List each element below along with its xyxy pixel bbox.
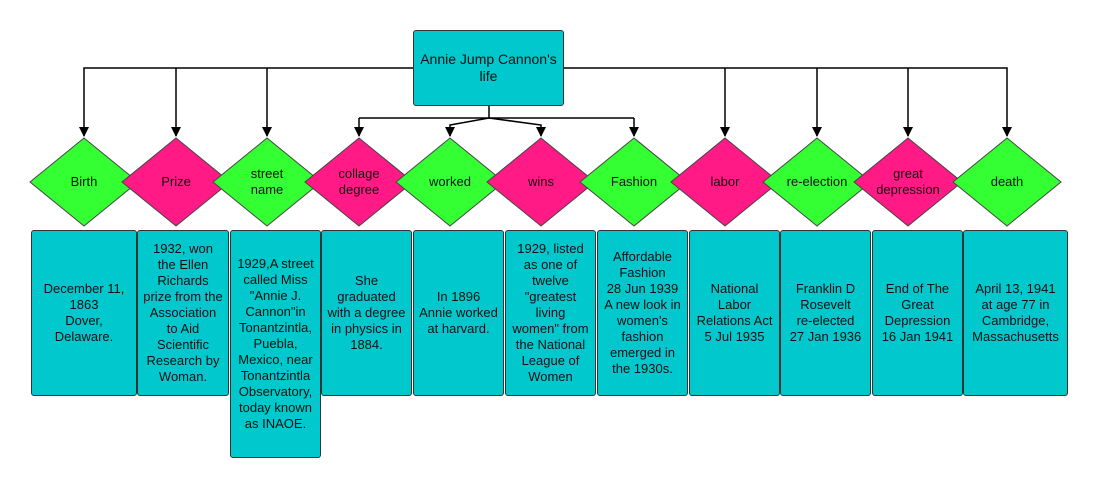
diamond-label-wins: wins	[527, 174, 554, 189]
diamond-label-death: death	[990, 174, 1024, 189]
diamond-collage-degree	[304, 137, 414, 227]
connector-birth	[79, 67, 413, 137]
diamond-worked	[395, 137, 505, 227]
diamond-label-street-name: street name	[250, 166, 284, 197]
connector-death	[564, 67, 1012, 137]
card-worked: In 1896 Annie worked at harvard.	[413, 230, 504, 396]
diamond-label-re-election: re-election	[786, 174, 848, 189]
diamond-fashion	[579, 137, 689, 227]
card-great-depression: End of The Great Depression 16 Jan 1941	[872, 230, 963, 396]
diamond-label-worked: worked	[429, 174, 471, 189]
diamond-street-name	[212, 137, 322, 227]
root-label: Annie Jump Cannon's life	[420, 51, 557, 84]
diamond-birth	[29, 137, 139, 227]
card-wins: 1929, listed as one of twelve "greatest …	[505, 230, 596, 396]
card-re-election: Franklin D Rosevelt re-elected 27 Jan 19…	[780, 230, 871, 396]
diamond-great-depression	[853, 137, 963, 227]
diamond-death	[952, 137, 1062, 227]
diamond-label-collage-degree: collage degree	[338, 166, 380, 197]
root-node: Annie Jump Cannon's life	[413, 30, 564, 106]
card-death: April 13, 1941 at age 77 in Cambridge, M…	[963, 230, 1068, 396]
card-collage-degree: She graduated with a degree in physics i…	[321, 230, 412, 396]
diamond-label-great-depression: great depression	[876, 166, 940, 197]
diamond-re-election	[762, 137, 872, 227]
diamond-labor	[670, 137, 780, 227]
connector-worked	[445, 117, 490, 137]
card-birth: December 11, 1863 Dover, Delaware.	[31, 230, 137, 396]
connector-wins	[488, 117, 546, 137]
diamond-label-fashion: Fashion	[610, 174, 658, 189]
card-street-name: 1929,A street called Miss "Annie J. Cann…	[230, 230, 321, 458]
card-fashion: Affordable Fashion 28 Jun 1939 A new loo…	[597, 230, 688, 396]
diamond-label-birth: Birth	[70, 174, 98, 189]
card-prize: 1932, won the Ellen Richards prize from …	[137, 230, 229, 396]
diamond-label-labor: labor	[710, 174, 740, 189]
card-labor: National Labor Relations Act 5 Jul 1935	[689, 230, 780, 396]
diamond-wins	[486, 137, 596, 227]
diamond-label-prize: Prize	[161, 174, 191, 189]
diamond-prize	[121, 137, 231, 227]
